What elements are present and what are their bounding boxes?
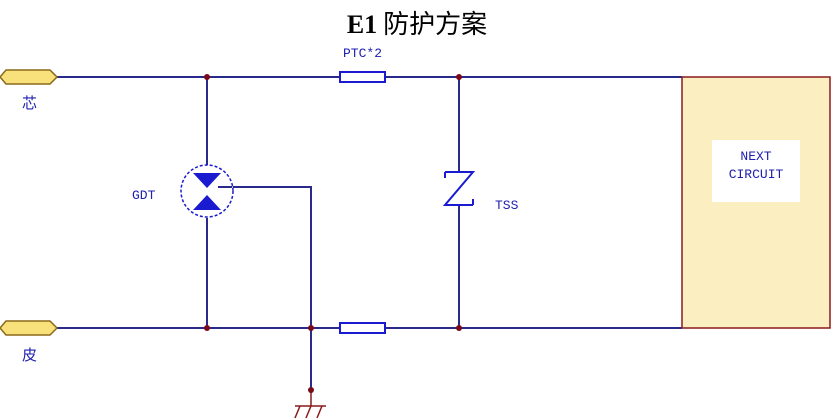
- ptc-label: PTC*2: [343, 46, 383, 61]
- next-circuit-label: NEXT CIRCUIT: [712, 140, 800, 202]
- port-sheath-label: 皮: [22, 348, 38, 365]
- ptc-resistor-bottom: [339, 322, 386, 334]
- next-circuit-line1: NEXT: [740, 149, 772, 164]
- port-core-label: 芯: [22, 96, 38, 113]
- gdt-symbol: [180, 164, 234, 218]
- next-circuit-block: [681, 76, 831, 329]
- gdt-label: GDT: [132, 188, 156, 203]
- ptc-resistor-top: [339, 71, 386, 83]
- title-bold: E1: [346, 10, 378, 39]
- title-text: 防护方案: [383, 10, 488, 39]
- next-circuit-line2: CIRCUIT: [728, 167, 784, 182]
- tss-symbol: [442, 171, 476, 206]
- port-core: [0, 69, 59, 85]
- ground-symbol: [294, 393, 326, 419]
- wire-gdt-ground: [218, 186, 312, 393]
- junction-dots: [204, 74, 462, 393]
- port-sheath: [0, 320, 59, 336]
- tss-label: TSS: [495, 198, 519, 213]
